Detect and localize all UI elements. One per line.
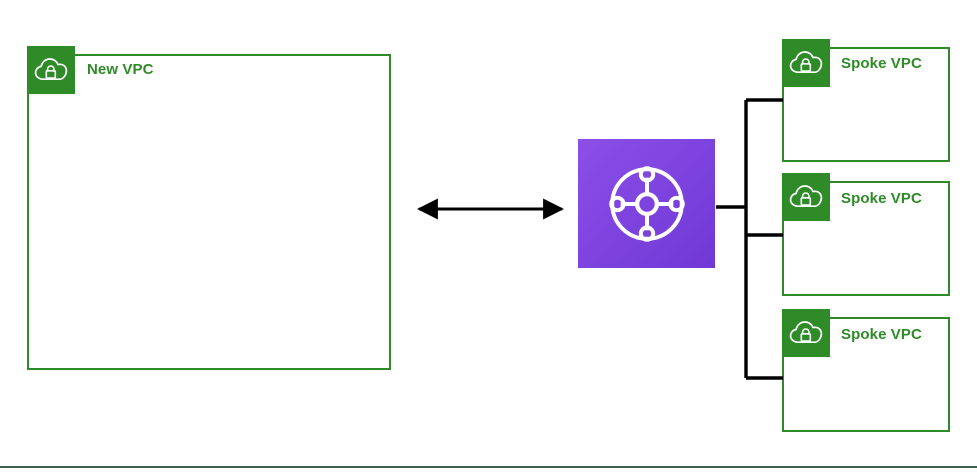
- new-vpc-icon-tile[interactable]: [27, 46, 75, 94]
- spoke-vpc-label: Spoke VPC: [841, 55, 922, 72]
- vpc-cloud-lock-icon: [34, 57, 68, 83]
- spoke-vpc-label: Spoke VPC: [841, 190, 922, 207]
- new-vpc-box[interactable]: [27, 54, 391, 370]
- vpc-cloud-lock-icon: [789, 50, 823, 76]
- bottom-divider: [0, 466, 977, 468]
- spoke-vpc-box[interactable]: [782, 317, 950, 432]
- vpc-cloud-lock-icon: [789, 320, 823, 346]
- vpc-cloud-lock-icon: [789, 184, 823, 210]
- spoke-vpc-icon-tile[interactable]: [782, 309, 830, 357]
- new-vpc-label: New VPC: [87, 61, 154, 78]
- transit-gateway-tile[interactable]: [578, 139, 715, 268]
- spoke-vpc-icon-tile[interactable]: [782, 39, 830, 87]
- spoke-vpc-label: Spoke VPC: [841, 326, 922, 343]
- transit-gateway-hub-icon: [600, 157, 694, 251]
- spoke-vpc-icon-tile[interactable]: [782, 173, 830, 221]
